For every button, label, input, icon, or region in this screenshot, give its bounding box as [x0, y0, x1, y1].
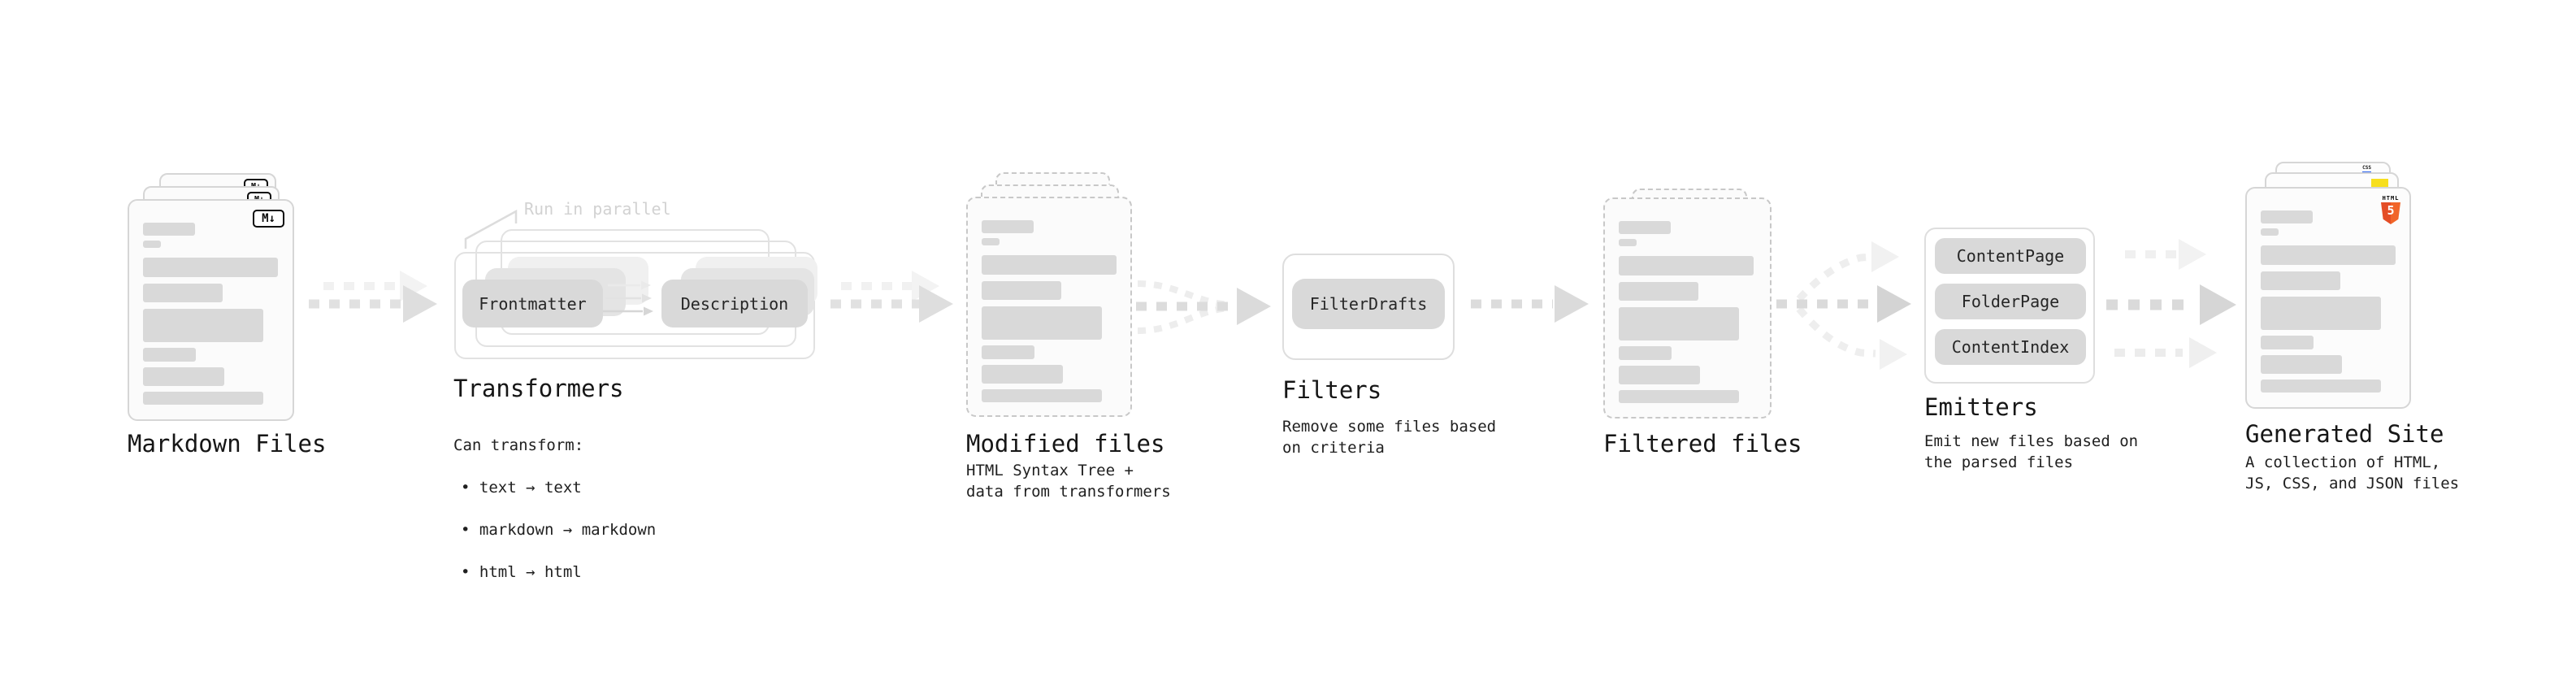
arrow-filtered-to-emitters	[1776, 241, 1911, 370]
stage-title: Generated Site	[2245, 420, 2444, 448]
stage-description: A collection of HTML, JS, CSS, and JSON …	[2245, 453, 2460, 492]
skeleton-line	[143, 392, 263, 405]
stage-title: Modified files	[966, 430, 1165, 458]
arrow-emitters-to-site	[2106, 239, 2236, 368]
chip-description: Description	[661, 280, 808, 327]
stage-description: Emit new files based on the parsed files	[1924, 432, 2139, 471]
js-icon	[2371, 179, 2388, 187]
skeleton-line	[143, 258, 278, 277]
skeleton-line	[982, 238, 1000, 245]
emitters-box	[1924, 228, 2095, 384]
skeleton-line	[982, 345, 1034, 359]
skeleton-line	[982, 281, 1061, 300]
file-card-front	[966, 197, 1132, 417]
skeleton-line	[2261, 271, 2340, 290]
stage-description: Remove some files based on criteria	[1282, 418, 1497, 457]
skeleton-line	[2261, 380, 2381, 393]
stage-title: Filtered files	[1603, 430, 1802, 458]
markdown-icon: M↓	[253, 210, 284, 228]
transformer-layer-front	[454, 252, 815, 359]
skeleton-line	[2261, 355, 2342, 374]
stage-title: Transformers	[453, 375, 624, 402]
stage-title: Filters	[1282, 376, 1382, 404]
stage-description: Can transform: • text → text • markdown …	[453, 414, 656, 604]
bullet-item: • text → text	[461, 479, 582, 497]
file-card-front	[1603, 197, 1772, 419]
skeleton-line	[2261, 336, 2314, 349]
chip-frontmatter: Frontmatter	[462, 280, 603, 327]
skeleton-line	[2261, 245, 2396, 265]
arrow-markdown-to-transformers	[309, 271, 437, 323]
skeleton-line	[143, 284, 223, 302]
arrow-modified-to-filters	[1136, 280, 1271, 334]
skeleton-line	[2261, 297, 2381, 330]
skeleton-line	[2261, 228, 2279, 236]
skeleton-line	[982, 220, 1034, 233]
skeleton-line	[2261, 210, 2313, 223]
skeleton-line	[982, 365, 1063, 384]
stage-description: HTML Syntax Tree + data from transformer…	[966, 462, 1171, 501]
skeleton-line	[1619, 307, 1739, 340]
filters-box	[1282, 254, 1455, 360]
file-card-front: HTML 5	[2245, 187, 2411, 409]
bullet-item: • html → html	[461, 563, 582, 581]
skeleton-line	[1619, 366, 1700, 384]
skeleton-line	[1619, 282, 1698, 301]
skeleton-line	[1619, 390, 1739, 403]
file-card-front: M↓	[128, 199, 294, 421]
skeleton-line	[143, 223, 195, 236]
skeleton-line	[1619, 221, 1671, 234]
bullet-item: • markdown → markdown	[461, 521, 657, 539]
stage-title: Markdown Files	[128, 430, 327, 458]
skeleton-line	[143, 348, 196, 362]
skeleton-line	[982, 389, 1102, 402]
desc-heading: Can transform:	[453, 436, 584, 454]
chip-contentindex: ContentIndex	[1935, 329, 2086, 365]
arrow-filters-to-filtered	[1471, 285, 1589, 323]
html5-icon: HTML 5	[2380, 195, 2401, 224]
skeleton-line	[143, 241, 161, 248]
skeleton-line	[1619, 346, 1672, 360]
chip-filterdrafts: FilterDrafts	[1292, 279, 1445, 329]
chip-contentpage: ContentPage	[1935, 238, 2086, 274]
run-in-parallel-note: Run in parallel	[524, 199, 671, 219]
skeleton-line	[1619, 256, 1754, 275]
skeleton-line	[982, 306, 1102, 340]
skeleton-line	[982, 255, 1117, 275]
skeleton-line	[143, 309, 263, 342]
stage-title: Emitters	[1924, 393, 2038, 421]
chip-folderpage: FolderPage	[1935, 284, 2086, 319]
skeleton-line	[143, 367, 224, 386]
arrow-transformers-to-modified	[830, 271, 953, 323]
skeleton-line	[1619, 239, 1637, 246]
